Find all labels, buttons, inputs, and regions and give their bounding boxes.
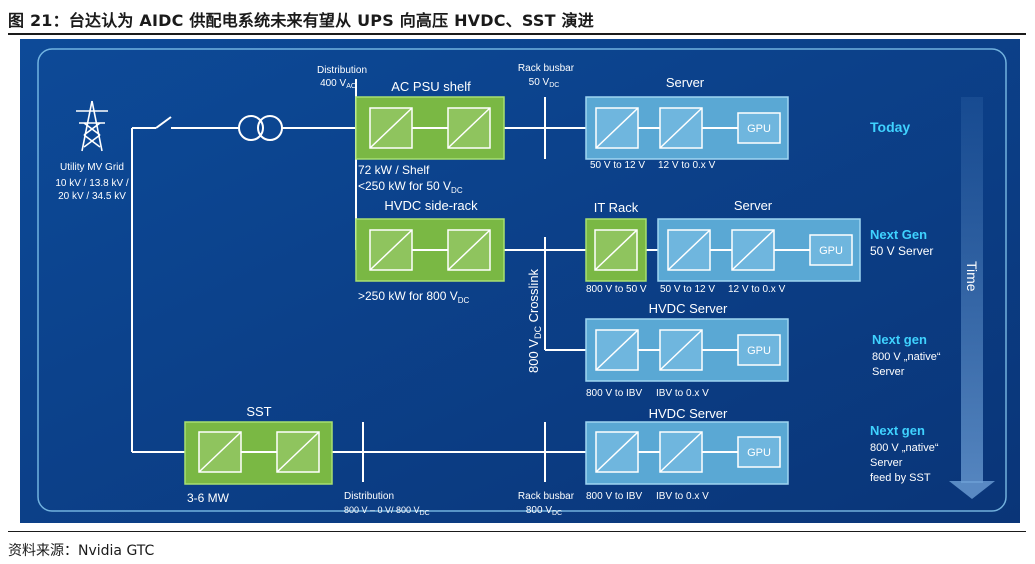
hvdc-side-rack-title: HVDC side-rack <box>384 198 478 213</box>
hvdc-side-rack-converter-2 <box>447 229 491 271</box>
sst-converter-2 <box>276 431 320 473</box>
tier-nextgen-sst-desc-3: feed by SST <box>870 472 931 484</box>
distribution-top-label: Distribution <box>317 65 367 76</box>
source-rule <box>8 531 1026 532</box>
title-rule <box>8 33 1026 35</box>
hvdc-server-1-stage-2: IBV to 0.x V <box>656 388 709 399</box>
tier-nextgen-native-desc-2: Server <box>872 366 905 378</box>
panel-frame <box>37 48 1007 512</box>
server-today-stage-2: 12 V to 0.x V <box>658 160 716 171</box>
tier-nextgen-native-title: Next gen <box>872 332 927 347</box>
utility-pylon-icon <box>76 100 108 152</box>
sst-spec: 3-6 MW <box>187 491 230 505</box>
server-today-gpu <box>737 112 781 144</box>
hvdc-side-rack <box>355 218 505 282</box>
hvdc-side-rack-spec: >250 kW for 800 VDC <box>358 289 470 305</box>
hvdc-server-1-converter-1 <box>595 329 639 371</box>
figure-source: 资料来源：Nvidia GTC <box>8 543 155 559</box>
hvdc-server-2-gpu <box>737 436 781 468</box>
server-nextgen: GPU <box>657 218 861 282</box>
server-nextgen-converter-1 <box>667 229 711 271</box>
tier-nextgen-sst-desc-2: Server <box>870 457 903 469</box>
server-today-converter-1 <box>595 107 639 149</box>
rack-busbar-top-value: 50 VDC <box>529 77 560 89</box>
transformer-icon-right <box>257 115 283 141</box>
time-arrow: Time <box>949 97 995 499</box>
server-nextgen-stage-1: 50 V to 12 V <box>660 284 715 295</box>
rack-busbar-top-label: Rack busbar <box>518 63 575 74</box>
grid-voltages-1: 10 kV / 13.8 kV / <box>55 178 129 189</box>
sst <box>184 421 333 485</box>
ac-psu-converter-1 <box>369 107 413 149</box>
hvdc-server-2-converter-1 <box>595 431 639 473</box>
hvdc-server-2-stage-2: IBV to 0.x V <box>656 491 709 502</box>
figure-title: 图 21：台达认为 AIDC 供配电系统未来有望从 UPS 向高压 HVDC、S… <box>8 11 594 30</box>
crosslink-label: 800 VDC Crosslink <box>526 268 543 373</box>
hvdc-server-1-gpu-label: GPU <box>747 345 771 357</box>
ac-psu-title: AC PSU shelf <box>391 79 471 94</box>
tier-nextgen-sst-title: Next gen <box>870 423 925 438</box>
hvdc-server-2-converter-2 <box>659 431 703 473</box>
grid-voltages-2: 20 kV / 34.5 kV <box>58 191 126 202</box>
transformer-icon-left <box>238 115 264 141</box>
it-rack-converter <box>594 229 638 271</box>
server-today-stage-1: 50 V to 12 V <box>590 160 645 171</box>
hvdc-server-1-stage-1: 800 V to IBV <box>586 388 642 399</box>
distribution-bottom-value: 800 V – 0 V/ 800 VDC <box>344 505 430 517</box>
hvdc-server-1-title: HVDC Server <box>649 301 728 316</box>
grid-label: Utility MV Grid <box>60 162 124 173</box>
distribution-bottom-label: Distribution <box>344 491 394 502</box>
sst-title: SST <box>246 404 271 419</box>
server-nextgen-converter-2 <box>731 229 775 271</box>
hvdc-server-2-gpu-label: GPU <box>747 447 771 459</box>
tier-nextgen-50v-title: Next Gen <box>870 227 927 242</box>
tier-today-title: Today <box>870 119 910 135</box>
ac-psu-shelf <box>355 96 505 160</box>
distribution-top-value: 400 VAC <box>320 78 356 90</box>
server-nextgen-stage-2: 12 V to 0.x V <box>728 284 786 295</box>
tier-nextgen-native-desc-1: 800 V „native“ <box>872 351 941 363</box>
server-today-gpu-label: GPU <box>747 123 771 135</box>
hvdc-server-2-title: HVDC Server <box>649 406 728 421</box>
server-nextgen-gpu <box>809 234 853 266</box>
hvdc-server-1-converter-2 <box>659 329 703 371</box>
ac-psu-converter-2 <box>447 107 491 149</box>
hvdc-server-2-stage-1: 800 V to IBV <box>586 491 642 502</box>
power-architecture-diagram: Time Utility MV Grid 10 kV / 13.8 kV / 2… <box>20 39 1020 523</box>
server-today-converter-2 <box>659 107 703 149</box>
sst-converter-1 <box>198 431 242 473</box>
hvdc-server-2: GPU <box>585 421 789 485</box>
hvdc-server-1: GPU <box>585 318 789 382</box>
server-today: GPU <box>585 96 789 160</box>
tier-nextgen-50v-desc: 50 V Server <box>870 244 933 258</box>
rack-busbar-bottom-value: 800 VDC <box>526 505 562 517</box>
wiring <box>131 79 658 482</box>
ac-psu-spec-1: 72 kW / Shelf <box>358 163 430 177</box>
it-rack <box>585 218 647 282</box>
server-nextgen-title: Server <box>734 198 773 213</box>
hvdc-server-1-gpu <box>737 334 781 366</box>
tier-nextgen-sst-desc-1: 800 V „native“ <box>870 442 939 454</box>
rack-busbar-bottom-label: Rack busbar <box>518 491 575 502</box>
server-nextgen-gpu-label: GPU <box>819 245 843 257</box>
it-rack-stage: 800 V to 50 V <box>586 284 647 295</box>
time-label: Time <box>964 261 980 292</box>
ac-psu-spec-2: <250 kW for 50 VDC <box>358 179 463 195</box>
it-rack-title: IT Rack <box>594 200 639 215</box>
hvdc-side-rack-converter-1 <box>369 229 413 271</box>
server-today-title: Server <box>666 75 705 90</box>
